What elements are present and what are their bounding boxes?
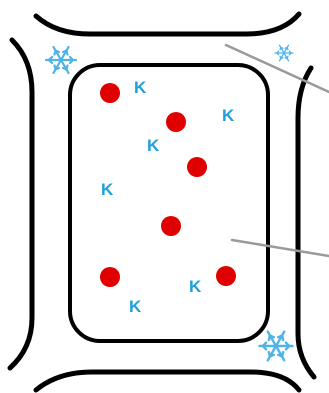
cell-wall-left <box>7 37 35 371</box>
red-dot <box>216 266 236 286</box>
cell-wall-bottom <box>33 369 302 393</box>
leader-lines <box>224 43 329 258</box>
red-dot <box>187 157 207 177</box>
ice-crystal-icon <box>274 44 294 62</box>
k-ion-label: K <box>147 136 160 155</box>
k-ion-label: K <box>129 297 142 316</box>
k-ion-label: K <box>222 106 235 125</box>
red-dot <box>100 83 120 103</box>
leader-line-cytoplasm <box>230 238 329 258</box>
cell-membrane <box>68 63 270 343</box>
potassium-ions: K K K K K K <box>101 78 235 316</box>
red-dot <box>161 216 181 236</box>
cell-wall-top <box>33 11 302 37</box>
ice-crystal-icon <box>44 45 78 75</box>
red-dot <box>166 112 186 132</box>
ice-crystal-icon <box>258 330 294 362</box>
leader-line-wall <box>224 43 329 94</box>
k-ion-label: K <box>134 78 147 97</box>
red-particles <box>100 83 236 287</box>
k-ion-label: K <box>189 277 202 296</box>
k-ion-label: K <box>101 180 114 199</box>
cell-wall-right <box>295 65 317 380</box>
red-dot <box>100 267 120 287</box>
